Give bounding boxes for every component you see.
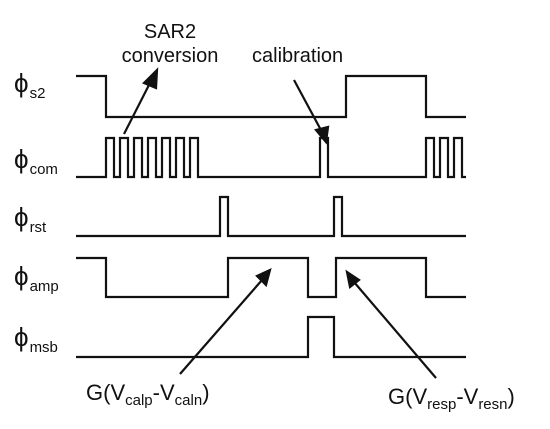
phi-com-waveform: [76, 136, 466, 179]
formula-subscript: resp: [427, 396, 457, 413]
left-gain-formula: G(Vcalp-Vcaln): [86, 380, 210, 409]
phi-symbol: ϕ: [14, 202, 29, 232]
phi-subscript: amp: [29, 278, 59, 295]
right-formula-arrow: [353, 281, 437, 379]
phi-subscript: msb: [29, 339, 58, 356]
phi-symbol: ϕ: [14, 68, 29, 98]
calibration-arrowhead: [314, 125, 330, 145]
phi-s2-label: ϕs2: [14, 68, 46, 102]
formula-subscript: caln: [174, 392, 203, 409]
phi-rst-waveform: [76, 195, 466, 238]
left-formula-arrowhead: [255, 268, 272, 288]
sar2-label: SAR2: [143, 21, 197, 43]
phi-msb-label: ϕmsb: [14, 322, 58, 356]
sar2-arrowhead: [142, 67, 159, 90]
phi-subscript: rst: [29, 219, 47, 236]
conversion-label: conversion: [121, 45, 219, 67]
right-formula-arrowhead: [345, 269, 361, 289]
left-formula-arrow: [179, 279, 263, 375]
sar2-conversion-annotation: SAR2 conversion: [110, 20, 230, 68]
formula-minus: -V: [152, 380, 175, 405]
phi-symbol: ϕ: [14, 322, 29, 352]
formula-close: ): [507, 384, 515, 409]
formula-subscript: resn: [478, 396, 508, 413]
formula-subscript: calp: [125, 392, 153, 409]
sar2-arrow: [123, 80, 152, 135]
phi-amp-label: ϕamp: [14, 261, 59, 295]
formula-open: G(V: [86, 380, 126, 405]
formula-open: G(V: [388, 384, 428, 409]
phi-amp-waveform: [76, 256, 466, 299]
calibration-annotation: calibration: [252, 45, 344, 67]
formula-close: ): [202, 380, 210, 405]
right-gain-formula: G(Vresp-Vresn): [388, 384, 515, 413]
phi-com-label: ϕcom: [14, 144, 58, 178]
phi-subscript: s2: [29, 85, 46, 102]
phi-symbol: ϕ: [14, 261, 29, 291]
phi-rst-label: ϕrst: [14, 202, 47, 236]
formula-minus: -V: [456, 384, 479, 409]
phi-symbol: ϕ: [14, 144, 29, 174]
phi-msb-waveform: [76, 315, 466, 359]
calibration-arrow: [293, 79, 323, 133]
phi-subscript: com: [29, 161, 58, 178]
phi-s2-waveform: [76, 74, 466, 119]
